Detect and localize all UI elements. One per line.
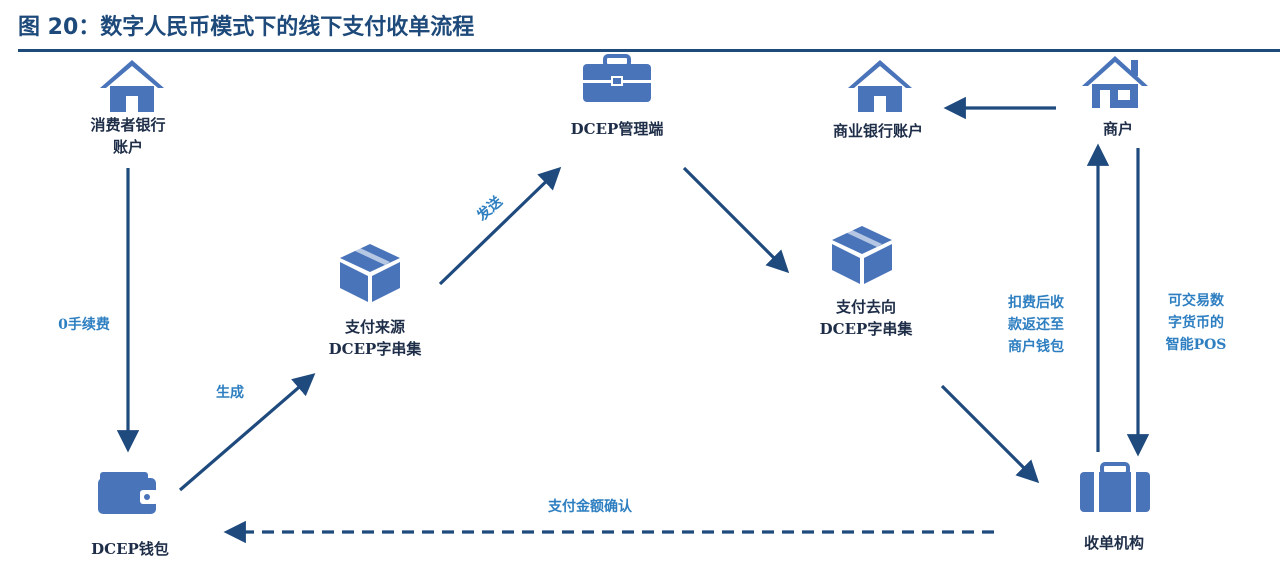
wallet-icon xyxy=(98,472,158,514)
confirm-label: 支付金额确认 xyxy=(548,499,632,515)
box-icon xyxy=(832,226,892,284)
wallet-label: DCEP钱包 xyxy=(91,540,169,558)
house-icon xyxy=(100,60,164,112)
tradable-label: 可交易数 字货币的 智能POS xyxy=(1165,293,1227,353)
merchant-label: 商户 xyxy=(1102,120,1133,138)
deduct-label: 扣费后收 款返还至 商户钱包 xyxy=(1008,295,1064,355)
suitcase-icon xyxy=(1080,462,1150,512)
commercial-bank-label: 商业银行账户 xyxy=(832,122,923,140)
arrow-wallet-to-source xyxy=(178,373,316,492)
house-icon xyxy=(1082,56,1148,108)
house-icon xyxy=(848,60,912,112)
dcep-mgmt-label: DCEP管理端 xyxy=(570,120,664,138)
zero-fee-label: 0手续费 xyxy=(58,317,110,333)
title-divider xyxy=(18,49,1280,52)
arrow-mgmt-to-dest xyxy=(682,166,790,274)
source-strings-label: 支付来源 DCEP字串集 xyxy=(328,318,422,358)
arrow-source-to-mgmt xyxy=(438,166,562,286)
page-title: 图 20：数字人民币模式下的线下支付收单流程 xyxy=(18,15,475,40)
dest-strings-label: 支付去向 DCEP字串集 xyxy=(819,298,913,338)
acquirer-label: 收单机构 xyxy=(1083,534,1144,552)
arrow-dest-to-acquirer xyxy=(940,384,1040,484)
briefcase-icon xyxy=(583,54,651,102)
consumer-bank-label: 消费者银行 账户 xyxy=(90,116,166,156)
box-icon xyxy=(340,244,400,302)
generate-label: 生成 xyxy=(216,385,244,401)
